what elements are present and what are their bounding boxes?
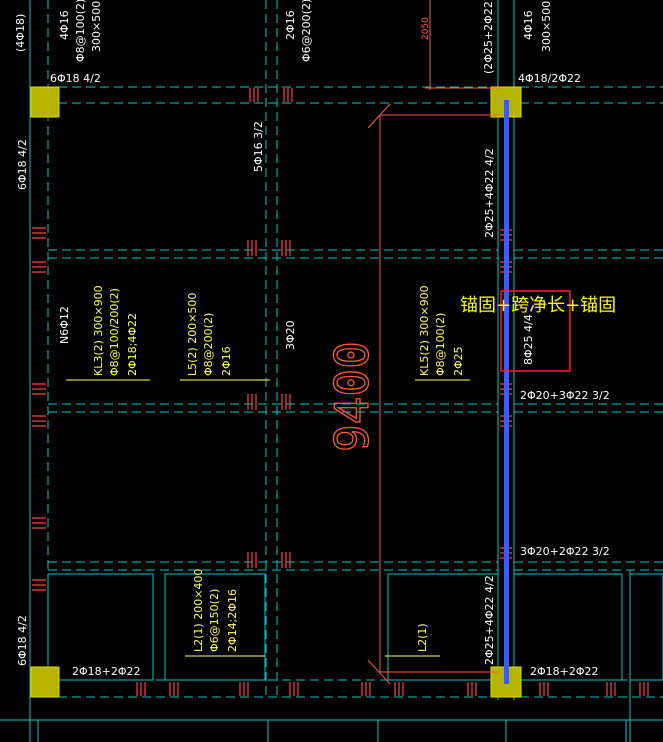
svg-text:Φ8@100/200(2): Φ8@100/200(2) [108, 288, 121, 376]
label-left-6b18-top: 6Φ18 4/2 [16, 139, 29, 190]
label-top-stirrup: Φ8@100(2) [74, 0, 87, 62]
label-bot-right: 2Φ18+2Φ22 [530, 665, 599, 678]
label-mid-5b16: 5Φ16 3/2 [252, 121, 265, 172]
label-v-upper: 2Φ25+4Φ22 4/2 [483, 148, 496, 238]
beam-kl3-label[interactable]: KL3(2) 300×900 Φ8@100/200(2) 2Φ18;4Φ22 [92, 285, 139, 376]
label-top-4b16: 4Φ16 [58, 10, 71, 40]
columns [30, 86, 522, 698]
svg-text:Φ8@200(2): Φ8@200(2) [202, 313, 215, 376]
label-h-2b20: 2Φ20+3Φ22 3/2 [520, 389, 610, 402]
beam-l2-label[interactable]: L2(1) 200×400 Φ6@150(2) 2Φ14;2Φ16 [192, 569, 239, 652]
label-left-4b18: (4Φ18) [14, 14, 27, 52]
span-dimension: 9400 [325, 341, 379, 452]
label-top-pair: (2Φ25+2Φ22) [482, 0, 495, 74]
svg-text:2Φ25: 2Φ25 [452, 346, 465, 376]
label-bot-left: 2Φ18+2Φ22 [72, 665, 141, 678]
svg-text:L5(2) 200×500: L5(2) 200×500 [186, 293, 199, 376]
svg-text:2Φ18;4Φ22: 2Φ18;4Φ22 [126, 313, 139, 376]
svg-text:L2(1) 200×400: L2(1) 200×400 [192, 569, 205, 652]
label-left-6b18-bottom: 6Φ18 4/2 [16, 615, 29, 666]
label-col-tl: 6Φ18 4/2 [50, 72, 101, 85]
svg-text:KL3(2) 300×900: KL3(2) 300×900 [92, 285, 105, 376]
label-v-red: 8Φ25 4/4 [522, 314, 535, 365]
callout-text: 锚固+跨净长+锚固 [460, 295, 616, 316]
label-top-2b16: 2Φ16 [284, 10, 297, 40]
highlighted-beam[interactable] [504, 100, 509, 684]
svg-text:KL5(2) 300×900: KL5(2) 300×900 [418, 285, 431, 376]
label-right-size: 300×500 [540, 1, 553, 52]
label-mid-3b20: 3Φ20 [284, 320, 297, 350]
label-h-3b20: 3Φ20+2Φ22 3/2 [520, 545, 610, 558]
beam-kl5-label[interactable]: KL5(2) 300×900 Φ8@100(2) 2Φ25 [418, 285, 465, 376]
dimension-lines [367, 0, 500, 685]
label-v-lower: 2Φ25+4Φ22 4/2 [483, 575, 496, 665]
svg-text:2Φ16: 2Φ16 [220, 346, 233, 376]
svg-text:Φ8@100(2): Φ8@100(2) [434, 313, 447, 376]
svg-text:Φ6@150(2): Φ6@150(2) [208, 589, 221, 652]
callout-box[interactable] [500, 290, 571, 372]
label-mid-n6: N6Φ12 [58, 306, 71, 344]
beam-leaders [66, 379, 470, 657]
beam-l5-label[interactable]: L5(2) 200×500 Φ8@200(2) 2Φ16 [186, 293, 233, 376]
label-right-4b16: 4Φ16 [522, 10, 535, 40]
label-top-size: 300×500 [90, 1, 103, 52]
label-col-tr: 4Φ18/2Φ22 [518, 72, 581, 85]
beam-l2b-label[interactable]: L2(1) [416, 623, 429, 652]
column-top-left [30, 86, 60, 118]
svg-text:2Φ14;2Φ16: 2Φ14;2Φ16 [226, 589, 239, 652]
column-bottom-left [30, 666, 60, 698]
offset-dimension: 2050 [421, 17, 431, 40]
svg-text:L2(1): L2(1) [416, 623, 429, 652]
label-top-stirrup2: Φ6@200(2) [300, 0, 313, 62]
